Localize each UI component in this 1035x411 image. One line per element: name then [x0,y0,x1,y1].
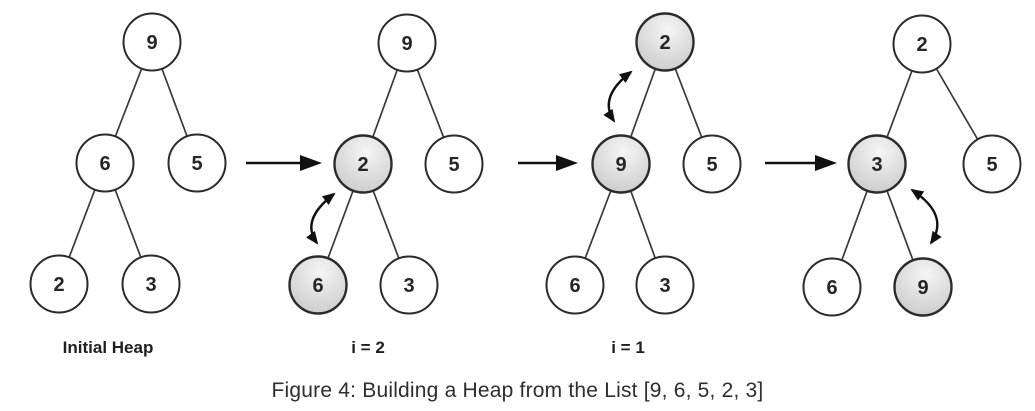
heap-node-value: 6 [569,275,580,297]
heap-node-value: 6 [99,153,110,175]
tree-labels-layer: Initial Heap i = 2 i = 1 [63,338,645,357]
heap-node-value: 6 [312,275,323,297]
swap-arrow-3-9 [910,188,942,245]
heap-node-value: 5 [191,153,202,175]
heap-node-2 [29,254,89,314]
tree-nodes-layer: 9 6 5 2 3 9 2 5 6 3 2 9 5 6 3 2 3 5 6 9 [29,12,1022,317]
heap-node-value: 3 [145,274,156,296]
figure-caption: Figure 4: Building a Heap from the List … [271,379,764,402]
swap-arrow-2-9 [603,70,633,123]
heap-node-shaded-6 [288,255,348,315]
heap-node-2 [892,14,952,74]
heap-node-5 [682,134,742,194]
heap-node-9 [377,13,437,73]
heap-node-5 [167,133,227,193]
heap-node-value: 9 [917,277,928,299]
heap-node-value: 3 [659,275,670,297]
swap-arrow-2-6 [306,192,336,245]
heap-node-value: 2 [53,274,64,296]
tree-label-step-i1: i = 1 [611,338,645,357]
heap-node-shaded-2 [635,12,695,72]
heap-node-shaded-9 [893,257,953,317]
heap-node-9 [122,12,182,72]
heap-node-value: 6 [826,277,837,299]
heap-node-3 [379,255,439,315]
heap-node-6 [802,257,862,317]
heap-node-value: 2 [916,34,927,56]
heap-node-6 [545,255,605,315]
tree-label-step-i2: i = 2 [351,338,385,357]
heap-node-5 [962,134,1022,194]
heap-node-3 [121,254,181,314]
arrows-layer [246,70,942,245]
heap-node-value: 2 [357,154,368,176]
heap-node-value: 3 [403,275,414,297]
heap-node-shaded-3 [847,134,907,194]
heap-node-value: 9 [401,33,412,55]
heap-node-5 [424,134,484,194]
heap-node-value: 5 [448,154,459,176]
heap-node-value: 3 [871,154,882,176]
heap-node-shaded-2 [333,134,393,194]
heap-node-shaded-9 [591,134,651,194]
tree-label-initial-heap: Initial Heap [63,338,154,357]
heap-node-value: 2 [659,32,670,54]
heap-node-value: 5 [986,154,997,176]
heap-node-value: 5 [706,154,717,176]
heap-node-value: 9 [615,154,626,176]
heap-node-3 [635,255,695,315]
heap-node-value: 9 [146,32,157,54]
heap-node-6 [75,133,135,193]
